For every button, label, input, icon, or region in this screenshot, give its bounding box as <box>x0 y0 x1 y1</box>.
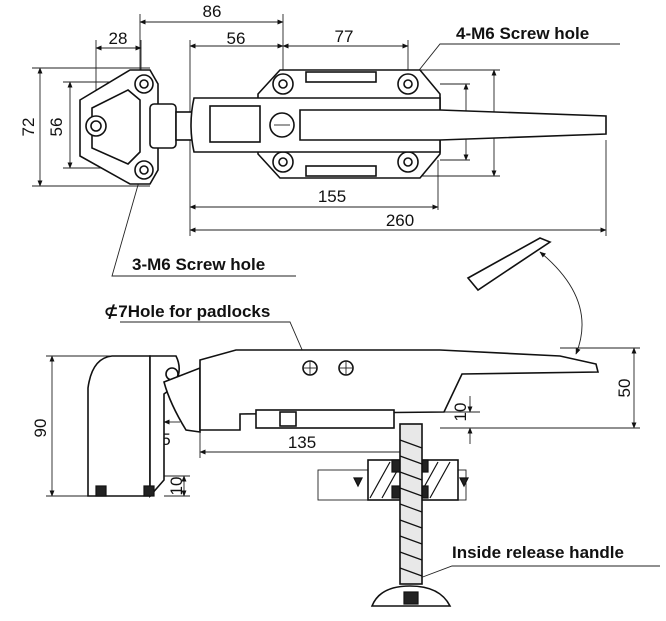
handle-swing-indicator <box>466 237 583 355</box>
dim-155: 155 <box>318 187 346 206</box>
dim-5: 5 <box>161 430 170 449</box>
dim-10-base: 10 <box>167 477 186 496</box>
dim-72: 72 <box>19 118 38 137</box>
dim-56-top: 56 <box>227 29 246 48</box>
latch-body-side <box>163 349 600 433</box>
release-leader <box>419 565 660 579</box>
dim-90: 90 <box>31 419 50 438</box>
callout-padlock-hole: ⊄7Hole for padlocks <box>104 302 270 321</box>
top-dimension-lines <box>37 19 607 233</box>
dim-260: 260 <box>386 211 414 230</box>
dim-56-left: 56 <box>47 118 66 137</box>
door-panel-section <box>317 459 469 501</box>
screw-4-leader <box>407 43 620 85</box>
release-handle-side <box>370 423 452 607</box>
callout-inside-release-handle: Inside release handle <box>452 543 624 562</box>
strike-plate-top <box>79 69 193 185</box>
callout-3-m6-screw-hole: 3-M6 Screw hole <box>132 255 265 274</box>
dim-50: 50 <box>615 379 634 398</box>
dim-77: 77 <box>335 27 354 46</box>
latch-body-top <box>190 69 607 179</box>
side-view: 90 5 10 135 10 50 ⊄7Hole for padlocks In… <box>31 237 660 607</box>
dim-28: 28 <box>109 29 128 48</box>
top-view: 86 28 56 77 72 56 53 69 155 260 4-M6 Scr… <box>19 2 620 277</box>
dim-86: 86 <box>203 2 222 21</box>
screw-3-leader <box>111 177 296 277</box>
strike-block-side <box>87 355 180 499</box>
dim-135: 135 <box>288 433 316 452</box>
callout-4-m6-screw-hole: 4-M6 Screw hole <box>456 24 589 43</box>
dim-10-handle: 10 <box>451 403 470 422</box>
